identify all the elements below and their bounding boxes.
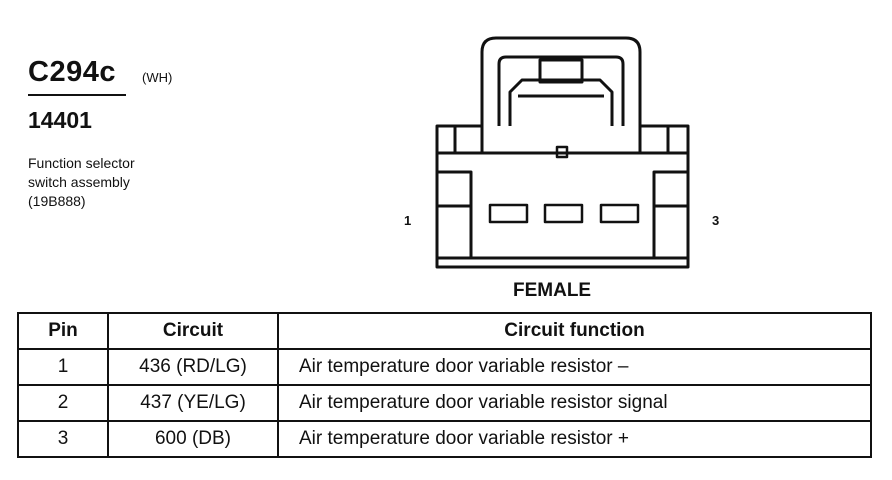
description-line: Function selector	[28, 155, 135, 171]
description-line: switch assembly	[28, 174, 130, 190]
terminal-cavity-2	[543, 203, 584, 224]
left-rib	[437, 170, 473, 258]
table-header-row: Pin Circuit Circuit function	[17, 312, 872, 350]
function-cell: Air temperature door variable resistor –	[277, 348, 872, 386]
table-row: 3 600 (DB) Air temperature door variable…	[17, 420, 872, 458]
connector-id: C294c	[28, 56, 116, 88]
left-shoulder	[435, 124, 484, 155]
pinout-table: Pin Circuit Circuit function 1 436 (RD/L…	[17, 312, 872, 458]
pin-cell: 1	[17, 348, 109, 386]
connector-color-code: (WH)	[142, 70, 173, 85]
terminal-cavity-1	[488, 203, 529, 224]
connector-face-diagram	[435, 36, 690, 269]
header-pin: Pin	[17, 312, 109, 350]
right-shoulder	[638, 124, 690, 155]
part-number: 14401	[28, 107, 92, 133]
terminal-cavity-3	[599, 203, 640, 224]
latch-body	[508, 78, 614, 126]
connector-housing	[435, 151, 690, 269]
right-rib	[652, 170, 688, 258]
pin-cell: 2	[17, 384, 109, 422]
header-circuit-function: Circuit function	[277, 312, 872, 350]
circuit-cell: 600 (DB)	[107, 420, 279, 458]
polarization-key	[555, 145, 569, 159]
pin-3-label: 3	[712, 213, 720, 228]
circuit-cell: 437 (YE/LG)	[107, 384, 279, 422]
latch-inner-arch	[497, 55, 625, 126]
component-description: Function selector switch assembly (19B88…	[28, 154, 135, 211]
pin-cell: 3	[17, 420, 109, 458]
description-line: (19B888)	[28, 193, 86, 209]
title-underline	[28, 94, 126, 96]
function-cell: Air temperature door variable resistor +	[277, 420, 872, 458]
latch-outer-arch	[480, 36, 642, 126]
table-row: 2 437 (YE/LG) Air temperature door varia…	[17, 384, 872, 422]
circuit-cell: 436 (RD/LG)	[107, 348, 279, 386]
pin-1-label: 1	[404, 213, 412, 228]
latch-tab	[538, 58, 584, 84]
function-cell: Air temperature door variable resistor s…	[277, 384, 872, 422]
connector-gender-label: FEMALE	[513, 280, 592, 301]
header-circuit: Circuit	[107, 312, 279, 350]
table-row: 1 436 (RD/LG) Air temperature door varia…	[17, 348, 872, 386]
